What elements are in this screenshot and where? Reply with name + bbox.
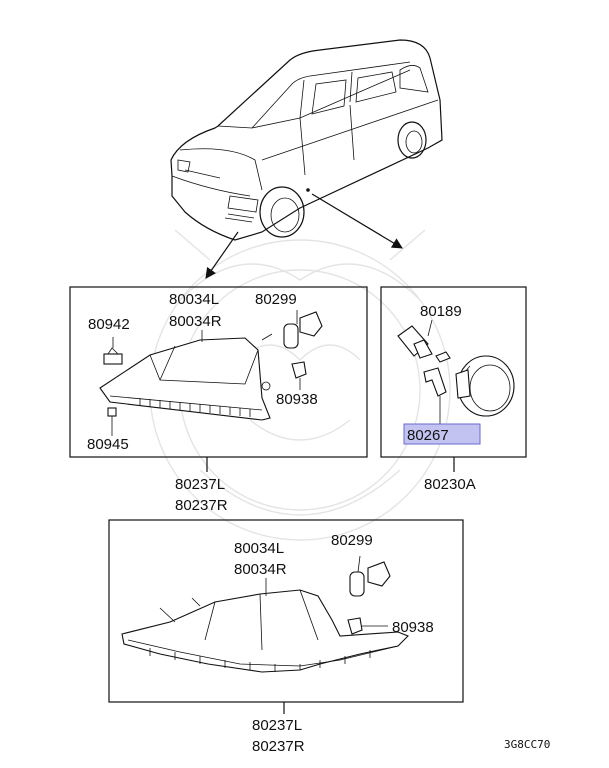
label-80938-lower: 80938 bbox=[392, 619, 434, 636]
label-80230A: 80230A bbox=[424, 476, 476, 493]
bracket-80267 bbox=[423, 367, 447, 424]
label-80299-upper: 80299 bbox=[255, 291, 297, 308]
clip-80942 bbox=[103, 337, 123, 365]
fog-lamp bbox=[455, 355, 515, 417]
label-80034L-upper: 80034L bbox=[169, 291, 219, 308]
highlight-80267[interactable] bbox=[403, 423, 481, 445]
label-80237L-lower: 80237L bbox=[252, 717, 302, 734]
label-80189: 80189 bbox=[420, 303, 462, 320]
label-80034R-lower: 80034R bbox=[234, 561, 287, 578]
label-80267[interactable]: 80267 bbox=[407, 427, 449, 444]
front-turn-lamp-upper bbox=[99, 333, 273, 421]
label-80945: 80945 bbox=[87, 436, 129, 453]
label-80034L-lower: 80034L bbox=[234, 540, 284, 557]
upper-right-box: 80189 80267 80230A bbox=[380, 286, 527, 493]
label-80034R-upper: 80034R bbox=[169, 313, 222, 330]
diagram-code: 3G8CC70 bbox=[504, 738, 550, 751]
label-80938-upper: 80938 bbox=[276, 391, 318, 408]
label-80299-lower: 80299 bbox=[331, 532, 373, 549]
bulb-80189 bbox=[397, 319, 451, 363]
label-80237L-upper: 80237L bbox=[175, 476, 225, 493]
label-80237R-lower: 80237R bbox=[252, 738, 305, 755]
front-turn-lamp-lower bbox=[121, 589, 409, 673]
lower-box: 80034L 80034R 80299 80938 80237L 80237R bbox=[108, 519, 464, 755]
screw-80945 bbox=[107, 407, 117, 436]
socket-80938-upper bbox=[291, 361, 307, 390]
upper-left-box: 80034L 80034R 80299 80942 80938 80945 80… bbox=[69, 286, 368, 514]
arrow-to-fog-lamp bbox=[311, 193, 403, 249]
bulb-80299-lower bbox=[349, 555, 391, 597]
watermark-emblem bbox=[149, 229, 451, 541]
vehicle-illustration bbox=[170, 39, 443, 241]
arrow-to-front-lamp bbox=[205, 231, 239, 279]
label-80237R-upper: 80237R bbox=[175, 497, 228, 514]
label-80942: 80942 bbox=[88, 316, 130, 333]
bulb-80299-upper bbox=[283, 310, 323, 349]
socket-80938-lower bbox=[347, 617, 388, 635]
